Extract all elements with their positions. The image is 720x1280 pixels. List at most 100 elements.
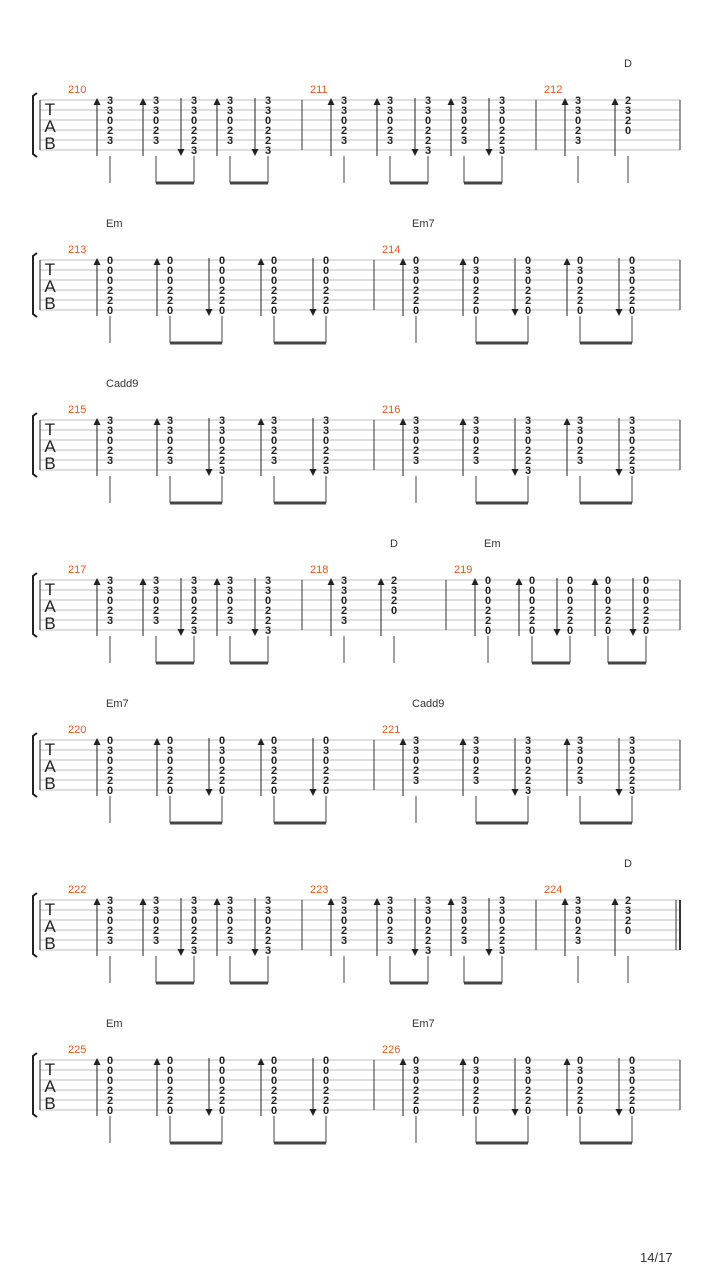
fret-number: 2: [265, 925, 271, 937]
strum-up-arrowhead: [153, 418, 161, 425]
fret-number: 3: [153, 935, 159, 947]
strum-down-arrowhead: [485, 149, 493, 156]
fret-number: 0: [323, 755, 329, 767]
fret-number: 3: [473, 1065, 479, 1077]
fret-number: 2: [341, 925, 347, 937]
fret-number: 2: [107, 445, 113, 457]
strum-down-arrowhead: [251, 629, 259, 636]
chord-name: D: [390, 538, 398, 550]
fret-number: 2: [323, 765, 329, 777]
fret-number: 0: [605, 585, 611, 597]
strum-up-arrowhead: [213, 578, 221, 585]
fret-number: 3: [191, 95, 197, 107]
measure-number: 226: [382, 1044, 400, 1056]
tab-clef-letter: B: [44, 934, 55, 953]
fret-number: 0: [425, 915, 431, 927]
tab-clef-letter: A: [44, 917, 56, 936]
fret-number: 2: [219, 445, 225, 457]
fret-number: 3: [191, 895, 197, 907]
fret-number: 0: [167, 735, 173, 747]
fret-number: 2: [167, 285, 173, 297]
fret-number: 2: [191, 605, 197, 617]
fret-number: 3: [107, 895, 113, 907]
fret-number: 3: [391, 585, 397, 597]
fret-number: 3: [341, 935, 347, 947]
fret-number: 2: [413, 765, 419, 777]
fret-number: 0: [227, 915, 233, 927]
strum-down-arrowhead: [205, 469, 213, 476]
fret-number: 3: [499, 145, 505, 157]
fret-number: 2: [219, 775, 225, 787]
page-number: 14/17: [640, 1250, 673, 1265]
fret-number: 0: [167, 275, 173, 287]
fret-number: 3: [413, 735, 419, 747]
fret-number: 0: [605, 575, 611, 587]
system-bracket: [32, 732, 38, 798]
fret-number: 0: [529, 625, 535, 637]
fret-number: 2: [107, 775, 113, 787]
system-bracket: [32, 572, 38, 638]
fret-number: 0: [227, 595, 233, 607]
measure-number: 216: [382, 404, 400, 416]
fret-number: 0: [473, 255, 479, 267]
fret-number: 3: [191, 145, 197, 157]
fret-number: 2: [577, 445, 583, 457]
fret-number: 3: [387, 95, 393, 107]
fret-number: 3: [473, 455, 479, 467]
fret-number: 2: [219, 1095, 225, 1107]
strum-up-arrowhead: [373, 898, 381, 905]
fret-number: 0: [107, 915, 113, 927]
strum-up-arrowhead: [257, 418, 265, 425]
fret-number: 2: [167, 1085, 173, 1097]
fret-number: 0: [413, 305, 419, 317]
fret-number: 3: [227, 895, 233, 907]
fret-number: 0: [577, 275, 583, 287]
strum-down-arrowhead: [511, 309, 519, 316]
fret-number: 0: [625, 125, 631, 137]
fret-number: 0: [323, 255, 329, 267]
fret-number: 0: [473, 435, 479, 447]
strum-down-arrowhead: [309, 469, 317, 476]
fret-number: 0: [271, 1065, 277, 1077]
fret-number: 2: [567, 615, 573, 627]
strum-up-arrowhead: [139, 898, 147, 905]
fret-number: 2: [413, 445, 419, 457]
fret-number: 0: [525, 1105, 531, 1117]
fret-number: 0: [529, 575, 535, 587]
fret-number: 2: [391, 575, 397, 587]
strum-up-arrowhead: [377, 578, 385, 585]
fret-number: 0: [271, 265, 277, 277]
fret-number: 0: [219, 255, 225, 267]
fret-number: 3: [575, 905, 581, 917]
fret-number: 2: [629, 765, 635, 777]
fret-number: 0: [525, 755, 531, 767]
fret-number: 0: [575, 115, 581, 127]
fret-number: 0: [413, 1055, 419, 1067]
fret-number: 2: [219, 455, 225, 467]
fret-number: 0: [413, 1105, 419, 1117]
fret-number: 3: [227, 615, 233, 627]
chord-name: Em7: [106, 698, 129, 710]
tab-clef-letter: A: [44, 117, 56, 136]
fret-number: 0: [605, 595, 611, 607]
